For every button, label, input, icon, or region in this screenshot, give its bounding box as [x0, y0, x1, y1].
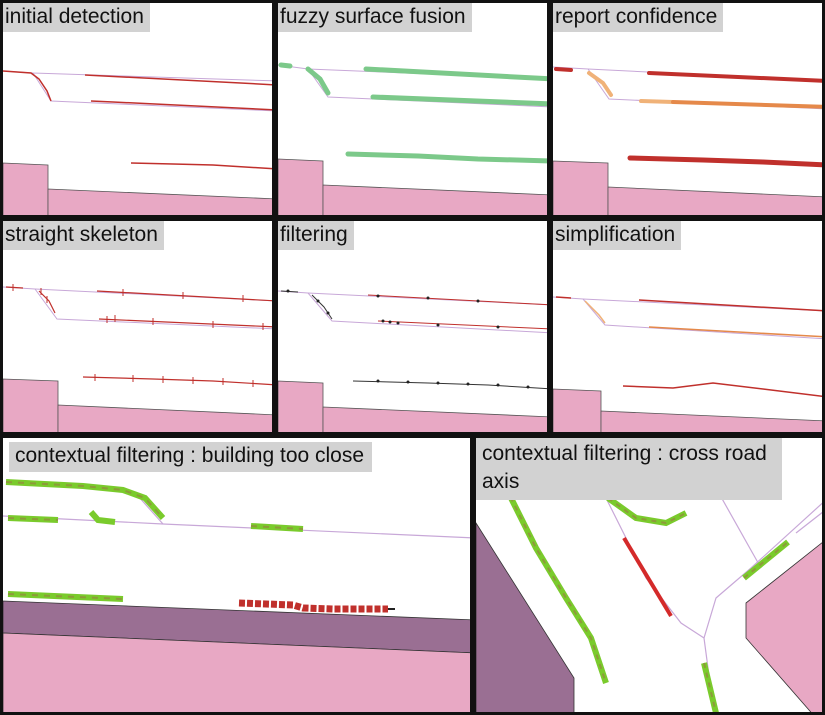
skeleton-line	[98, 318, 272, 328]
rejected-detection	[622, 536, 673, 618]
detection-line	[3, 70, 52, 102]
skeleton-line	[5, 286, 24, 289]
confidence-line	[627, 155, 822, 168]
panel-straight-skeleton: straight skeleton	[0, 218, 275, 435]
panel-contextual-building: contextual filtering : building too clos…	[0, 435, 473, 715]
filtered-surface	[606, 495, 688, 527]
road-axis	[582, 298, 822, 340]
simplified-line	[638, 299, 822, 312]
filtered-points	[286, 289, 530, 389]
panel-label: initial detection	[3, 3, 150, 32]
skeleton-ticks	[12, 284, 264, 387]
road-axis	[703, 502, 822, 639]
building	[278, 158, 324, 215]
simplified-line	[555, 296, 572, 299]
building	[600, 410, 822, 432]
filtered-surface-core	[5, 481, 164, 519]
road-axis	[605, 497, 715, 712]
filtered-line	[377, 320, 547, 330]
panel-label: simplification	[553, 221, 682, 250]
panel-label: straight skeleton	[3, 221, 164, 250]
confidence-line	[647, 71, 822, 83]
report-confidence-map	[553, 66, 822, 215]
fuzzy-surface-fusion-map	[278, 62, 547, 215]
filtered-surface-core	[505, 487, 607, 684]
skeleton-line	[82, 376, 272, 386]
filtered-surface-core	[7, 517, 59, 521]
simplified-line	[648, 326, 822, 338]
panel-fuzzy-surface-fusion: fuzzy surface fusion	[275, 0, 550, 218]
building	[745, 542, 822, 712]
filtered-surface-core	[703, 662, 717, 712]
panel-simplification: simplification	[550, 218, 825, 435]
fusion-surface	[363, 66, 547, 82]
fusion-surface	[370, 94, 547, 107]
fusion-surface	[278, 62, 293, 69]
confidence-line	[554, 67, 573, 72]
road-axis	[715, 487, 762, 569]
confidence-line	[671, 100, 822, 109]
filtered-surface	[5, 479, 166, 521]
confidence-line	[639, 99, 675, 104]
road-axis	[307, 68, 547, 108]
fusion-surface	[345, 151, 547, 164]
building-dark	[476, 522, 575, 712]
detection-line	[84, 74, 272, 86]
road-axis	[795, 511, 822, 534]
skeleton-line	[96, 290, 272, 302]
road-axis	[137, 495, 164, 525]
building	[47, 188, 272, 215]
initial-detection-map	[3, 70, 272, 215]
filtered-surface-core	[250, 525, 304, 530]
building	[3, 378, 59, 432]
filtering-map	[278, 289, 547, 432]
filtered-surface	[7, 591, 124, 602]
building	[3, 632, 470, 712]
filtered-line	[311, 294, 333, 320]
building	[553, 388, 602, 432]
building	[553, 160, 609, 215]
building-dark	[3, 600, 470, 654]
road-axis	[3, 70, 272, 82]
road-axis	[3, 515, 470, 539]
detection-line	[130, 162, 272, 170]
filtered-line	[367, 294, 547, 306]
building	[57, 404, 272, 432]
simplified-line	[584, 300, 606, 324]
panel-contextual-cross-road: contextual filtering : cross road axis	[473, 435, 825, 715]
confidence-line	[587, 71, 613, 97]
rejected-detection	[238, 599, 388, 613]
building	[322, 406, 547, 432]
panel-label: filtering	[278, 221, 354, 250]
straight-skeleton-map	[3, 284, 272, 432]
detection-line	[90, 100, 272, 111]
skeleton-line	[38, 290, 56, 314]
panel-label: contextual filtering : building too clos…	[9, 442, 373, 472]
filtered-line	[352, 380, 547, 390]
road-axis	[307, 292, 547, 334]
building	[322, 184, 547, 215]
filtered-surface	[88, 510, 116, 525]
building	[278, 380, 324, 432]
panel-label: report confidence	[553, 3, 724, 32]
contextual-cross-road-map	[476, 486, 822, 712]
panel-report-confidence: report confidence	[550, 0, 825, 218]
road-axis	[34, 288, 272, 330]
filtered-line	[280, 290, 299, 293]
panel-filtering: filtering	[275, 218, 550, 435]
panel-label: contextual filtering : cross road axis	[476, 438, 782, 500]
building	[607, 186, 822, 215]
simplification-map	[553, 296, 822, 432]
fusion-surface	[305, 66, 331, 96]
filtered-surface	[742, 539, 790, 581]
simplified-line	[622, 382, 822, 398]
contextual-building-map	[3, 479, 470, 712]
panel-initial-detection: initial detection	[0, 0, 275, 218]
panel-label: fuzzy surface fusion	[278, 3, 472, 32]
building	[3, 162, 49, 215]
